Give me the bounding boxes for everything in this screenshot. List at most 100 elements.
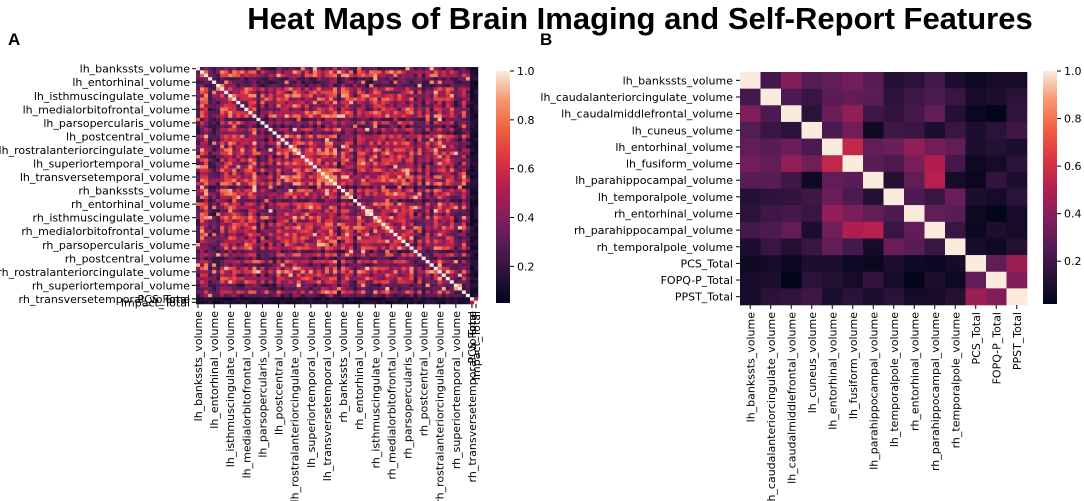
heatmap-cell <box>345 219 350 223</box>
heatmap-cell <box>453 148 459 152</box>
heatmap-cell <box>345 131 350 135</box>
heatmap-cell <box>417 124 422 129</box>
heatmap-cell <box>461 104 467 108</box>
heatmap-cell <box>445 283 451 288</box>
heatmap-cell <box>385 287 390 291</box>
heatmap-cell <box>361 134 366 139</box>
heatmap-cell <box>212 148 217 152</box>
heatmap-cell <box>437 168 442 173</box>
heatmap-cell <box>461 161 467 166</box>
heatmap-cell <box>473 192 479 196</box>
heatmap-cell <box>369 293 374 298</box>
heatmap-cell <box>457 100 463 105</box>
heatmap-cell <box>224 158 229 163</box>
heatmap-cell <box>288 67 293 71</box>
heatmap-cell <box>413 287 418 291</box>
heatmap-cell <box>216 246 221 251</box>
heatmap-cell <box>361 148 366 152</box>
heatmap-cell <box>256 161 261 166</box>
heatmap-cell <box>212 171 217 176</box>
heatmap-cell <box>365 222 370 227</box>
heatmap-cell <box>320 178 326 183</box>
heatmap-cell <box>292 175 297 179</box>
heatmap-cell <box>212 188 217 193</box>
heatmap-cell <box>361 182 366 186</box>
heatmap-cell <box>292 249 297 254</box>
heatmap-cell <box>224 249 229 254</box>
heatmap-cell <box>252 121 257 125</box>
heatmap-cell <box>212 205 217 210</box>
heatmap-cell <box>365 243 370 247</box>
heatmap-cell <box>236 165 241 169</box>
heatmap-cell <box>365 111 370 115</box>
heatmap-cell <box>220 270 225 274</box>
heatmap-cell <box>365 67 370 71</box>
heatmap-cell <box>200 192 205 196</box>
heatmap-cell <box>248 175 253 179</box>
heatmap-cell <box>324 158 330 163</box>
heatmap-cell <box>457 293 463 298</box>
heatmap-cell <box>461 90 467 95</box>
heatmap-cell <box>260 246 265 251</box>
heatmap-cell <box>361 256 366 261</box>
heatmap-cell <box>296 107 301 112</box>
heatmap-cell <box>248 144 253 149</box>
heatmap-cell <box>429 127 434 132</box>
heatmap-cell <box>397 256 402 261</box>
heatmap-cell <box>228 124 233 129</box>
heatmap-cell <box>312 127 318 132</box>
heatmap-cell <box>208 263 213 268</box>
heatmap-cell <box>304 209 310 213</box>
heatmap-cell <box>324 165 330 169</box>
heatmap-cell <box>288 138 293 142</box>
heatmap-cell <box>441 70 447 75</box>
heatmap-cell <box>377 293 382 298</box>
heatmap-cell <box>256 67 261 71</box>
heatmap-cell <box>212 249 217 254</box>
heatmap-cell <box>300 124 306 129</box>
heatmap-cell <box>445 100 451 105</box>
heatmap-cell <box>345 151 350 156</box>
heatmap-cell <box>357 226 362 230</box>
heatmap-cell <box>200 259 205 264</box>
heatmap-cell <box>328 138 334 142</box>
heatmap-cell <box>208 280 213 284</box>
heatmap-cell <box>369 243 374 247</box>
heatmap-cell <box>256 77 261 81</box>
heatmap-cell <box>240 134 245 139</box>
heatmap-cell <box>425 127 430 132</box>
heatmap-cell <box>232 222 237 227</box>
heatmap-cell <box>268 87 273 91</box>
heatmap-cell <box>377 256 382 261</box>
heatmap-cell <box>361 175 366 179</box>
heatmap-cell <box>260 134 265 139</box>
heatmap-cell <box>437 178 442 183</box>
heatmap-cell <box>345 111 350 115</box>
heatmap-cell <box>288 293 293 298</box>
heatmap-cell <box>228 283 233 288</box>
heatmap-cell <box>228 263 233 268</box>
heatmap-cell <box>473 195 479 200</box>
heatmap-cell <box>204 114 209 119</box>
heatmap-cell <box>204 80 209 85</box>
heatmap-cell <box>280 134 285 139</box>
heatmap-cell <box>300 182 306 186</box>
heatmap-cell <box>256 114 261 119</box>
heatmap-cell <box>264 111 269 115</box>
heatmap-cell <box>248 111 253 115</box>
heatmap-cell <box>300 232 306 237</box>
heatmap-cell <box>268 100 273 105</box>
x-tick-label: Impact_Total <box>470 311 483 380</box>
heatmap-cell <box>196 185 201 190</box>
heatmap-cell <box>337 195 342 200</box>
heatmap-cell <box>228 273 233 278</box>
heatmap-cell <box>244 94 249 98</box>
figure-title: Heat Maps of Brain Imaging and Self-Repo… <box>247 1 1033 36</box>
heatmap-cell <box>377 97 382 102</box>
heatmap-cell <box>240 182 245 186</box>
heatmap-cell <box>200 293 205 298</box>
heatmap-cell <box>385 222 390 227</box>
heatmap-cell <box>437 182 442 186</box>
heatmap-cell <box>284 141 289 146</box>
heatmap-cell <box>236 239 241 244</box>
